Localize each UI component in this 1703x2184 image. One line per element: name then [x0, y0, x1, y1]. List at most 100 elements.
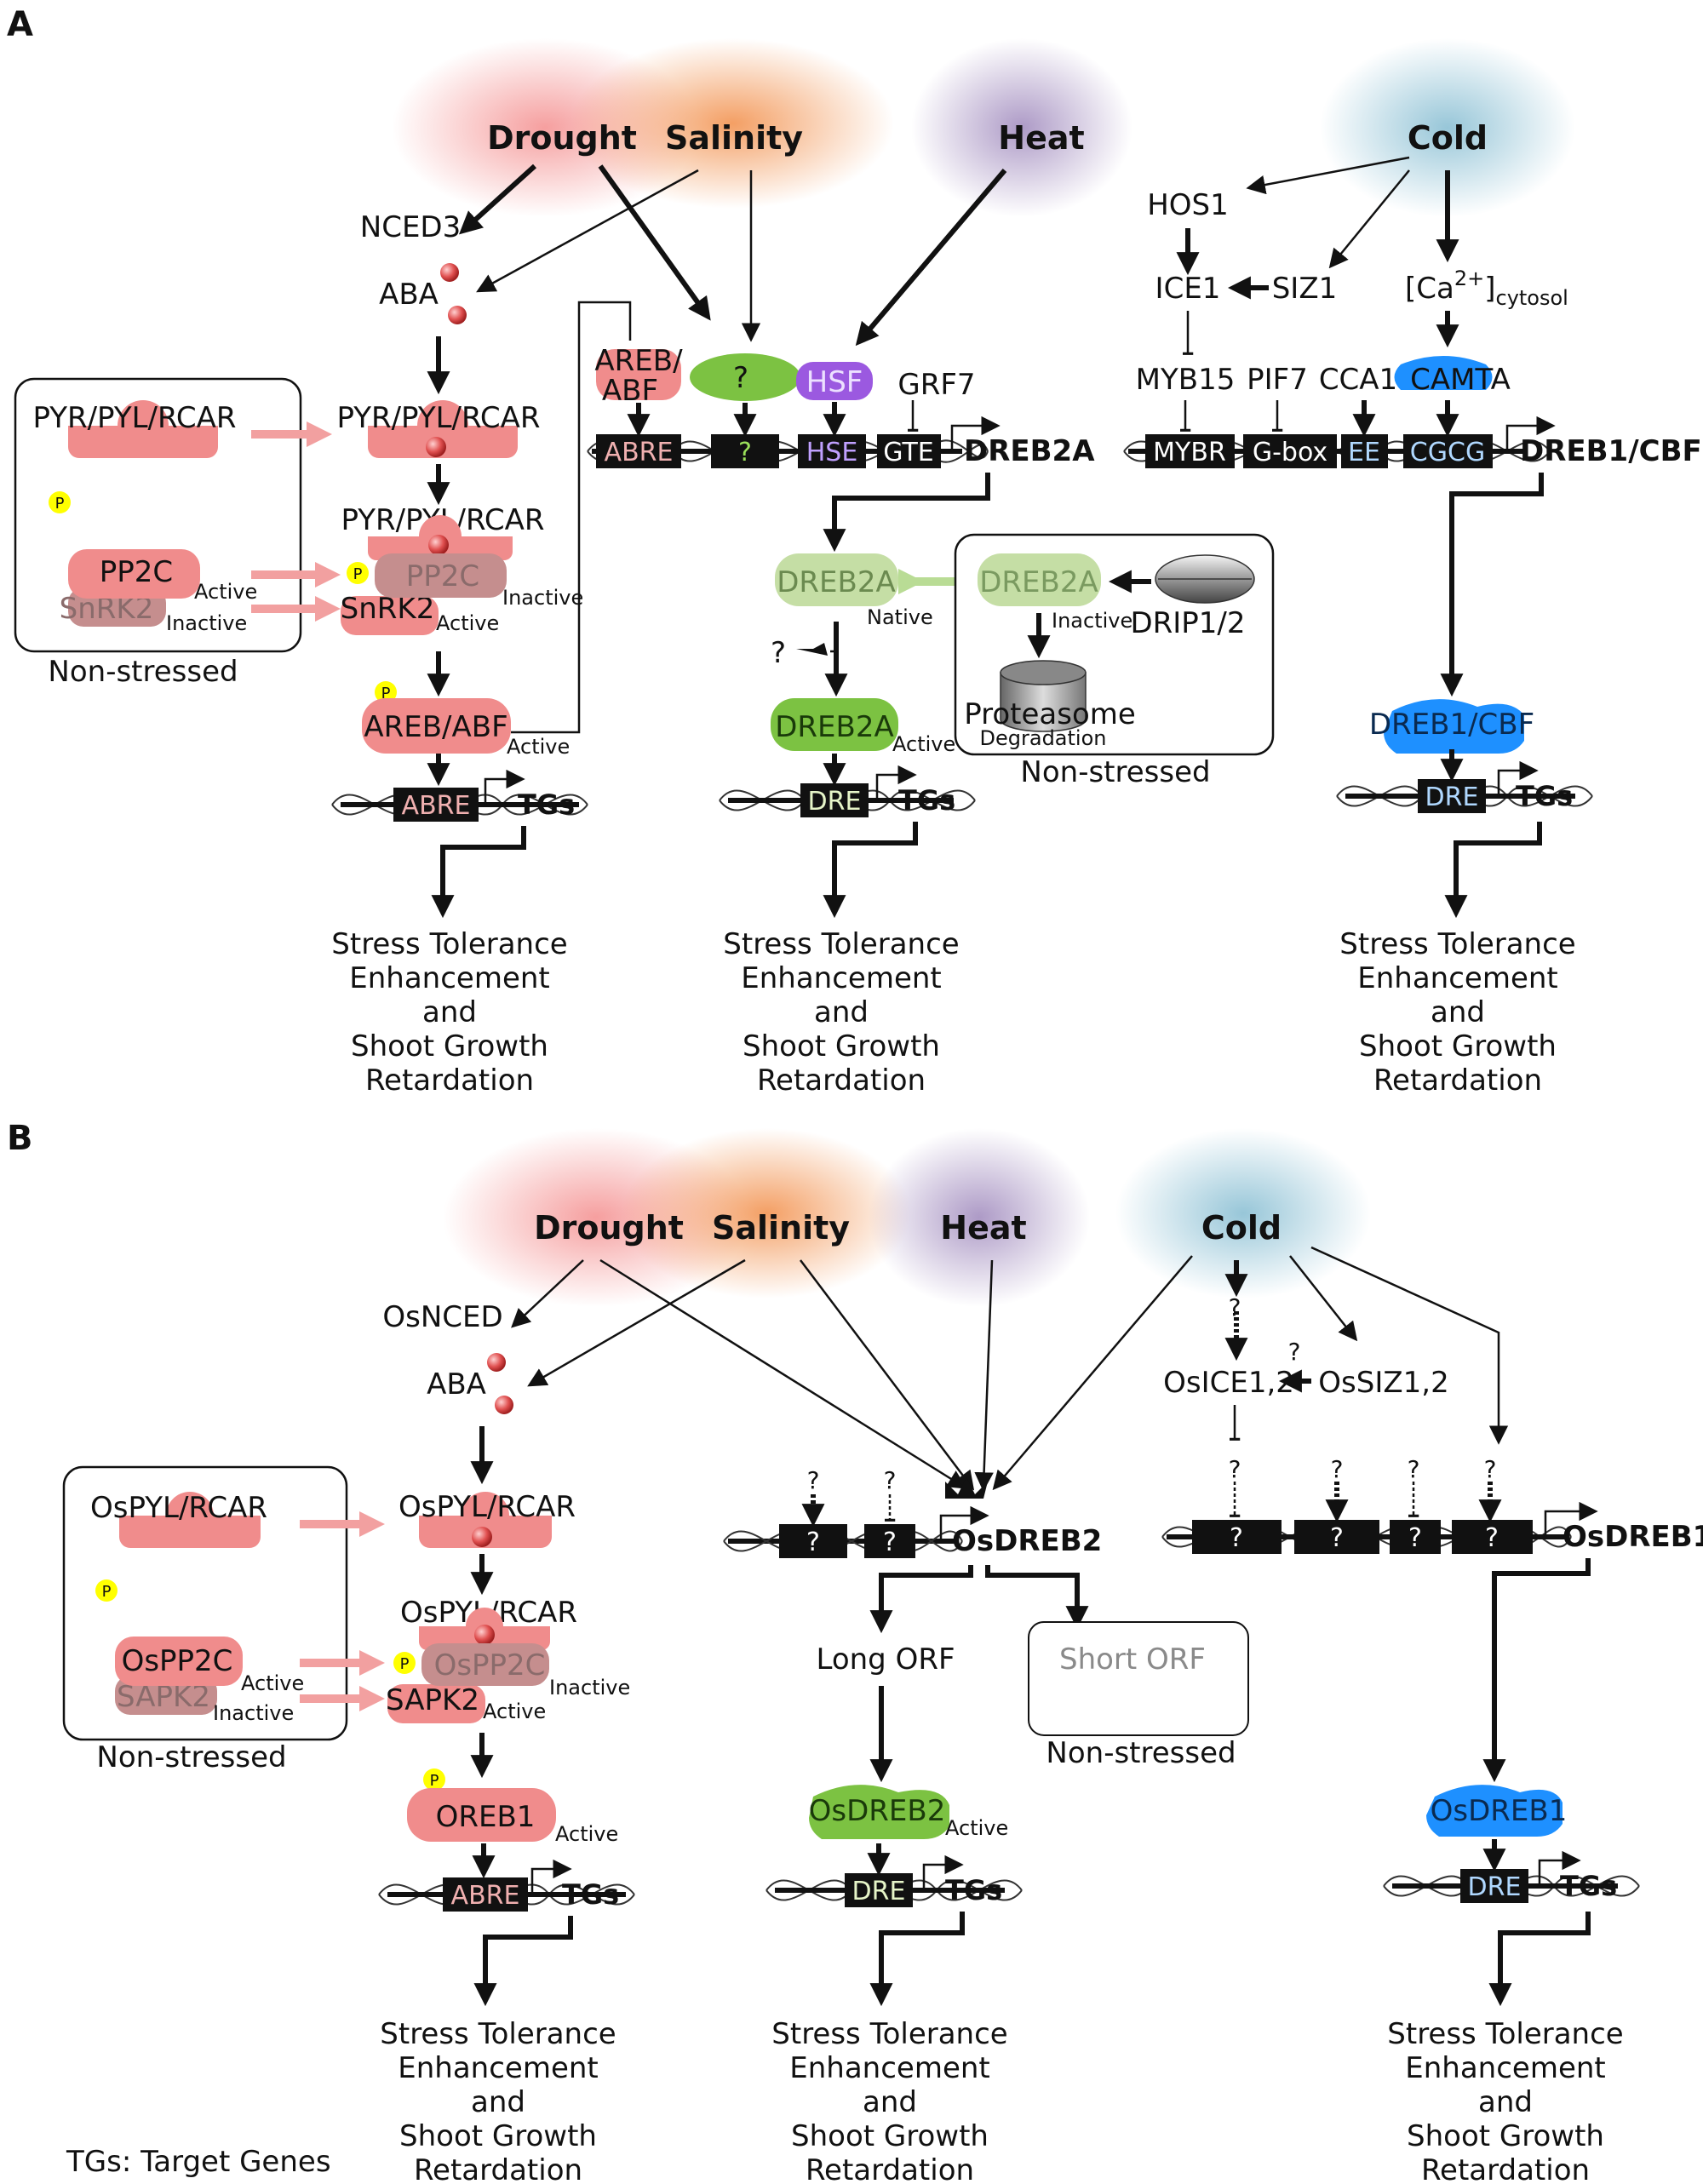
ee-box	[1341, 434, 1388, 468]
outcome-line: Stress Tolerance	[723, 927, 959, 961]
hse-label: HSE	[806, 438, 858, 467]
tgs-label: TGs	[898, 784, 955, 817]
outcome-line: Shoot Growth	[743, 1029, 940, 1063]
dreb2a-inactive-shape	[978, 553, 1101, 606]
gte-box	[877, 434, 941, 468]
outcome-line: Enhancement	[789, 2051, 990, 2085]
dreb2a-gene: DREB2A	[964, 434, 1095, 468]
heat-label: Heat	[940, 1209, 1026, 1247]
camta-shape	[1394, 356, 1493, 390]
pp2c-shape	[375, 553, 507, 598]
unknown-box-label: ?	[1485, 1523, 1499, 1553]
snrk2-active: Active	[436, 611, 499, 635]
ospp2c-inactive: Inactive	[549, 1676, 630, 1700]
mybr-label: MYBR	[1153, 438, 1226, 467]
aba-molecule	[440, 263, 459, 282]
outcome-line: Shoot Growth	[351, 1029, 548, 1063]
arrow-salinity-aba	[476, 169, 699, 293]
unknown-box	[1192, 1520, 1282, 1554]
outcome-line: Shoot Growth	[791, 2119, 989, 2153]
osdreb2-protein-label: OsDREB2	[809, 1794, 946, 1828]
tss-arrow	[1538, 1850, 1581, 1886]
arrow-short-orf	[985, 1565, 1089, 1630]
dna-strand	[723, 1530, 963, 1552]
sapk2-shape	[387, 1684, 485, 1723]
cold-glow	[1115, 1128, 1371, 1298]
pp2c-label-nonstressed: PP2C	[100, 555, 173, 589]
cold-osice-q: ?	[1229, 1293, 1241, 1321]
oreb1-active: Active	[555, 1822, 618, 1846]
aba-molecule	[487, 1353, 506, 1372]
areb-label: AREB/ABF	[364, 710, 507, 744]
cold-glow	[1320, 38, 1575, 217]
phosphate-icon	[49, 491, 71, 513]
dre-label: DRE	[852, 1877, 906, 1906]
inactive-state: Inactive	[1052, 609, 1132, 633]
outcome-line: and	[1478, 2085, 1533, 2119]
cbf-gene: DREB1/CBF	[1520, 434, 1702, 468]
osnced-label: OsNCED	[382, 1300, 502, 1334]
tgs-label: TGs	[518, 788, 575, 821]
cca1-label: CCA1	[1319, 363, 1397, 397]
outcome-b2: Stress Tolerance Enhancement and Shoot G…	[771, 2017, 1007, 2184]
outcome-line: Shoot Growth	[1407, 2119, 1604, 2153]
areb-factor-1: AREB/	[594, 344, 683, 378]
unknown-box	[779, 1524, 847, 1558]
phosphate-icon	[423, 1768, 445, 1791]
outcome-line: and	[1431, 995, 1485, 1029]
heat-glow	[869, 1128, 1090, 1307]
hse-box	[798, 434, 866, 468]
outcome-line: and	[422, 995, 477, 1029]
osdreb1-protein-label: OsDREB1	[1431, 1794, 1568, 1828]
outcome-a3: Stress Tolerance Enhancement and Shoot G…	[1339, 927, 1575, 1098]
abre-box	[596, 434, 681, 468]
osdreb1-protein-shape	[1426, 1785, 1563, 1837]
unknown-box	[711, 434, 779, 468]
phosphate-icon	[393, 1652, 416, 1674]
siz1-label: SIZ1	[1272, 272, 1338, 306]
nonstressed-caption-degradation: Non-stressed	[1020, 755, 1210, 789]
outcome-line: Enhancement	[1405, 2051, 1606, 2085]
nonstressed-caption-short-orf: Non-stressed	[1046, 1736, 1236, 1770]
pp2c-label: PP2C	[406, 559, 479, 593]
aba-label: ABA	[379, 278, 439, 312]
arrow-cold-hos1	[1246, 156, 1410, 195]
unknown-box-label: ?	[738, 438, 752, 467]
unknown-box	[1452, 1520, 1533, 1554]
dreb2a-modifier-q: ?	[771, 636, 786, 670]
arrow-dreb2a-native	[823, 473, 990, 553]
gbox-label: G-box	[1253, 438, 1327, 467]
arrow-cold-osdreb1	[1310, 1246, 1509, 1445]
arrow-drought-nced3	[458, 163, 537, 235]
converging-arrows-icon	[945, 1477, 988, 1499]
tgs-label: TGs	[1560, 1870, 1617, 1902]
areb-factor-shape	[596, 349, 681, 400]
outcome-line: Shoot Growth	[1359, 1029, 1557, 1063]
oreb1-label: OREB1	[436, 1800, 536, 1834]
ospp2c-shape	[421, 1643, 549, 1686]
ospp2c-label-nonstressed: OsPP2C	[122, 1644, 233, 1678]
osdreb1-gene: OsDREB1	[1563, 1520, 1703, 1554]
arrow-cold-osdreb2	[992, 1255, 1193, 1491]
snrk2-shape	[341, 596, 439, 635]
unknown-box-label: ?	[883, 1528, 897, 1557]
arrow-drought-dreb2a	[598, 164, 711, 321]
areb-to-dreb2a-line	[511, 301, 632, 734]
phosphate-label: P	[400, 1655, 410, 1673]
abre-label: ABRE	[402, 791, 471, 821]
outcome-line: and	[863, 2085, 917, 2119]
receptor-shape	[68, 400, 218, 458]
receptor-shape	[368, 400, 518, 458]
pp2c-shape	[68, 549, 200, 599]
outcome-line: Stress Tolerance	[1387, 2017, 1623, 2051]
dreb2a-native-label: DREB2A	[777, 565, 896, 599]
abre-label: ABRE	[451, 1881, 520, 1911]
nced3-label: NCED3	[360, 210, 461, 244]
unknown-factor-label: ?	[733, 361, 748, 395]
outcome-line: Stress Tolerance	[380, 2017, 616, 2051]
nonstressed-caption-b: Non-stressed	[96, 1740, 286, 1774]
dre-box	[800, 783, 869, 817]
abre-box	[443, 1877, 528, 1912]
tss-arrow	[1544, 1501, 1598, 1537]
aba-bound	[428, 535, 449, 555]
